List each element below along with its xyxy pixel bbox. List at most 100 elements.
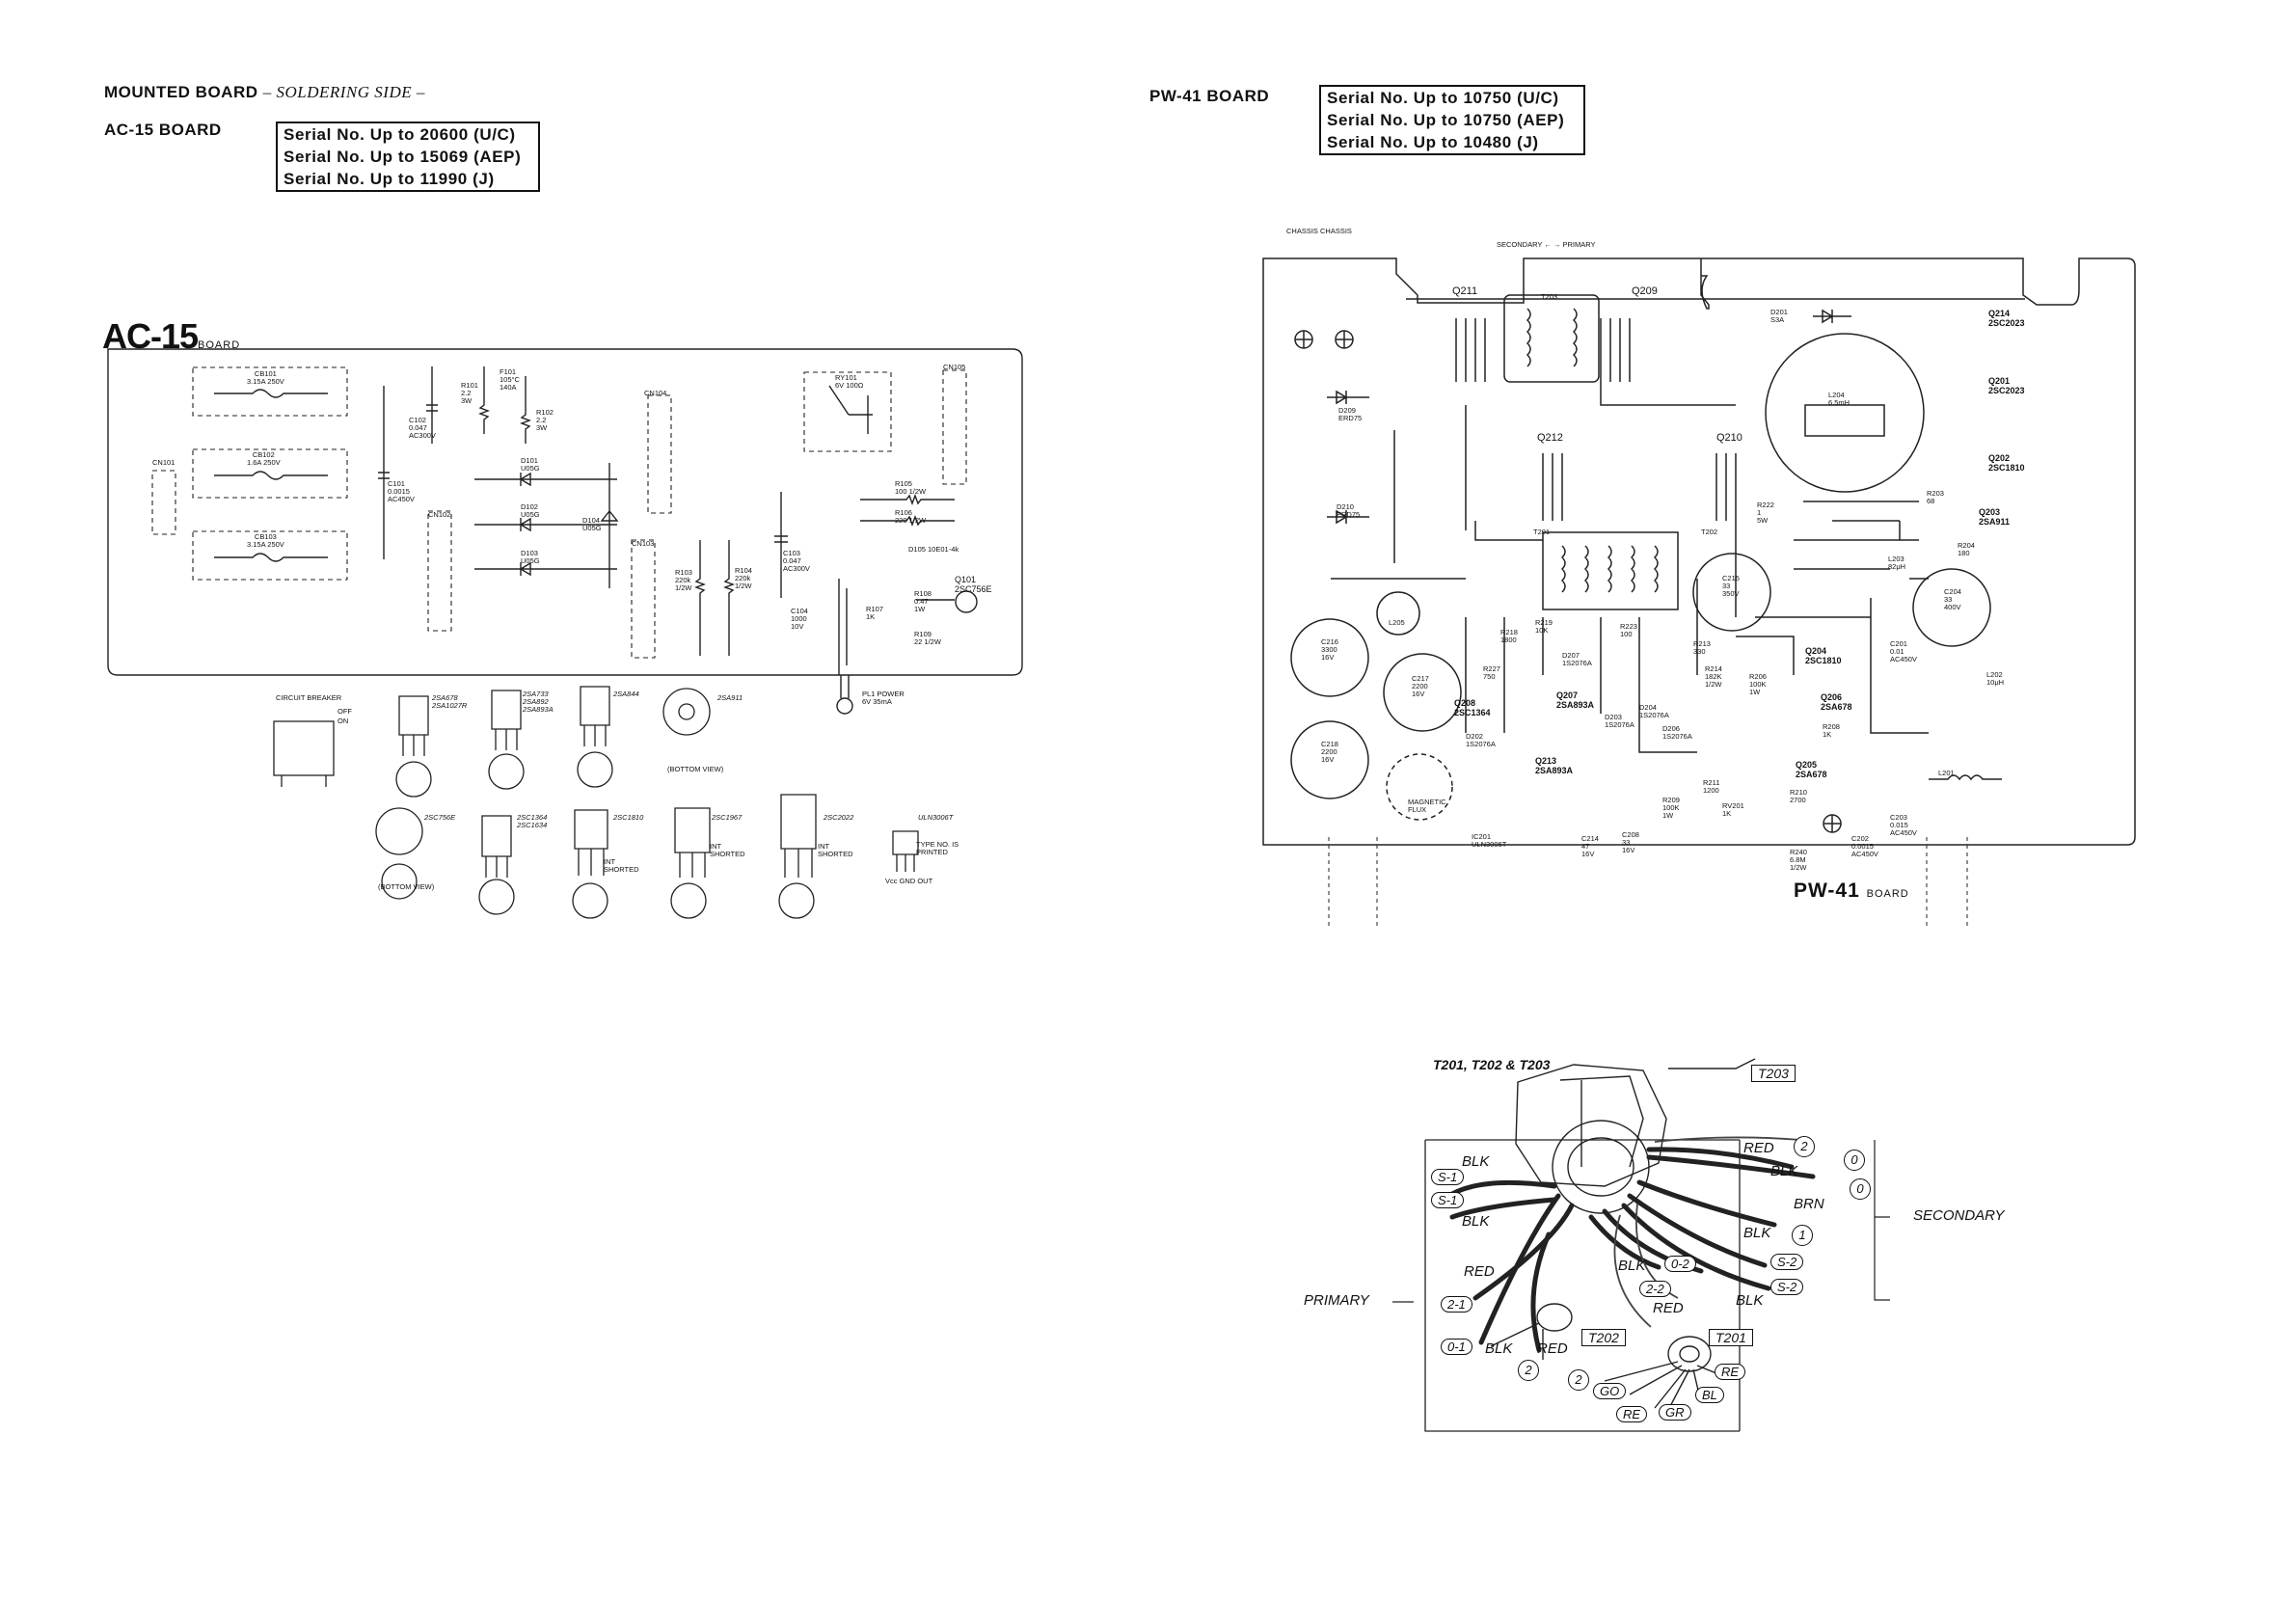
ry101-label: RY101 6V 100Ω xyxy=(835,373,864,390)
r107-label: R107 1K xyxy=(866,605,883,621)
l204-outline xyxy=(1765,333,1925,493)
wire-red-label: RED xyxy=(1743,1140,1774,1156)
part-2sc756e-label: 2SC756E xyxy=(424,813,456,822)
serial-row: Serial No. Up to 20600 (U/C) xyxy=(284,125,516,144)
cn105-label: CN105 xyxy=(943,363,966,371)
heading-text: MOUNTED BOARD xyxy=(104,83,258,101)
primary-label: PRIMARY xyxy=(1304,1292,1369,1309)
terminal-0-1: 0-1 xyxy=(1441,1339,1472,1355)
ic201-label: IC201 ULN3006T xyxy=(1472,832,1507,849)
c215-label: C215 33 350V xyxy=(1722,574,1740,598)
cn102-outline xyxy=(427,510,452,632)
terminal-gr: GR xyxy=(1659,1404,1691,1421)
r104-label: R104 220k 1/2W xyxy=(735,566,752,590)
d207-label: D207 1S2076A xyxy=(1562,651,1592,667)
t203-core-drawing xyxy=(1515,1064,1667,1187)
c203-label: C203 0.015 AC450V xyxy=(1890,813,1917,837)
terminal-0b: 0 xyxy=(1850,1178,1871,1200)
c216-outline xyxy=(1290,618,1369,697)
bottom-view-label-1: (BOTTOM VIEW) xyxy=(667,765,724,773)
r106-label: R106 220 1/2W xyxy=(895,508,927,525)
d210-label: D210 ERD75 xyxy=(1337,502,1361,519)
wire-blk-l1-label: BLK xyxy=(1462,1153,1490,1170)
l205-outline xyxy=(1376,591,1420,636)
cb102-outline xyxy=(192,448,348,499)
part-2sa911-label: 2SA911 xyxy=(717,693,743,702)
d209-label: D209 ERD75 xyxy=(1338,406,1363,422)
r208-label: R208 1K xyxy=(1823,722,1840,739)
wire-blk-01-label: BLK xyxy=(1485,1340,1513,1357)
wire-brn-label: BRN xyxy=(1794,1196,1824,1212)
r213-label: R213 330 xyxy=(1693,639,1711,656)
c204-outline xyxy=(1912,568,1991,647)
q206-label: Q206 2SA678 xyxy=(1821,692,1852,712)
terminal-re2: RE xyxy=(1616,1406,1648,1422)
r222-label: R222 1 5W xyxy=(1757,501,1774,525)
cb101-outline xyxy=(192,366,348,417)
q212-label: Q212 xyxy=(1537,432,1563,444)
cn103-label: CN103 xyxy=(632,539,655,548)
l203-label: L203 82μH xyxy=(1888,555,1906,571)
chassis-label: CHASSIS CHASSIS xyxy=(1286,227,1352,235)
board-name: PW-41 xyxy=(1794,880,1860,902)
part-2sc1967-label: 2SC1967 xyxy=(712,813,743,822)
wire-blk-m-label: BLK xyxy=(1618,1258,1646,1274)
q101-label: Q101 2SC756E xyxy=(955,575,992,594)
part-2sa678-label: 2SA678 2SA1027R xyxy=(432,693,468,710)
d206-label: D206 1S2076A xyxy=(1662,724,1692,741)
q214-label: Q214 2SC2023 xyxy=(1988,309,2025,328)
wire-red-m-label: RED xyxy=(1653,1300,1684,1316)
r102-label: R102 2.2 3W xyxy=(536,408,554,432)
cn101-label: CN101 xyxy=(152,458,176,467)
c218-outline xyxy=(1290,720,1369,799)
r227-label: R227 750 xyxy=(1483,664,1500,681)
d102-label: D102 U05G xyxy=(521,502,540,519)
r103-label: R103 220k 1/2W xyxy=(675,568,692,592)
c216-label: C216 3300 16V xyxy=(1321,637,1338,662)
shorted-label-2: INT SHORTED xyxy=(710,842,745,858)
bottom-view-label-2: (BOTTOM VIEW) xyxy=(378,882,435,891)
board-suffix: BOARD xyxy=(1866,888,1909,900)
r101-label: R101 2.2 3W xyxy=(461,381,478,405)
r240-label: R240 6.8M 1/2W xyxy=(1790,848,1807,872)
ic201-outline xyxy=(1386,753,1453,821)
c208-label: C208 33 16V xyxy=(1622,830,1639,854)
q205-label: Q205 2SA678 xyxy=(1796,760,1827,779)
part-2sa733-label: 2SA733 2SA892 2SA893A xyxy=(523,690,554,714)
d202-label: D202 1S2076A xyxy=(1466,732,1496,748)
terminal-re: RE xyxy=(1715,1364,1746,1380)
wire-red-l-label: RED xyxy=(1464,1263,1495,1280)
ac15-serial-table: Serial No. Up to 20600 (U/C) Serial No. … xyxy=(276,122,540,192)
c204-label: C204 33 400V xyxy=(1944,587,1961,611)
r203-label: R203 68 xyxy=(1927,489,1944,505)
r214-label: R214 182K 1/2W xyxy=(1705,664,1722,689)
circuit-breaker-label: CIRCUIT BREAKER xyxy=(276,693,342,702)
r109-label: R109 22 1/2W xyxy=(914,630,941,646)
terminal-s1a: S-1 xyxy=(1431,1169,1465,1185)
terminal-0a: 0 xyxy=(1844,1150,1865,1171)
ac15-board-label: AC-15 BOARD xyxy=(104,121,222,139)
d105-label: D105 10E01-4k xyxy=(908,545,959,554)
terminal-2-red: 2 xyxy=(1794,1136,1815,1157)
f101-label: F101 105°C 140A xyxy=(500,367,520,392)
pw41-board-title: PW-41 BOARD xyxy=(1794,880,1909,903)
part-2sc1810-label: 2SC1810 xyxy=(613,813,644,822)
t201-tag: T201 xyxy=(1709,1329,1753,1346)
q211-label: Q211 xyxy=(1452,285,1478,297)
r223-label: R223 100 xyxy=(1620,622,1637,638)
c101-label: C101 0.0015 AC450V xyxy=(388,479,415,503)
c102-label: C102 0.047 AC300V xyxy=(409,416,436,440)
pw41-serial-table: Serial No. Up to 10750 (U/C) Serial No. … xyxy=(1319,85,1585,155)
t203-tag: T203 xyxy=(1751,1065,1796,1082)
shorted-label-3: INT SHORTED xyxy=(818,842,853,858)
c201-label: C201 0.01 AC450V xyxy=(1890,639,1917,663)
c214-label: C214 47 16V xyxy=(1581,834,1599,858)
part-2sa844-label: 2SA844 xyxy=(613,690,639,698)
q204-label: Q204 2SC1810 xyxy=(1805,646,1842,665)
terminal-go: GO xyxy=(1593,1383,1627,1399)
q208-label: Q208 2SC1364 xyxy=(1454,698,1491,717)
ry101-outline xyxy=(803,371,892,452)
c104-label: C104 1000 10V xyxy=(791,607,808,631)
cb-off-label: OFF xyxy=(338,707,352,716)
serial-row: Serial No. Up to 15069 (AEP) xyxy=(284,148,522,166)
